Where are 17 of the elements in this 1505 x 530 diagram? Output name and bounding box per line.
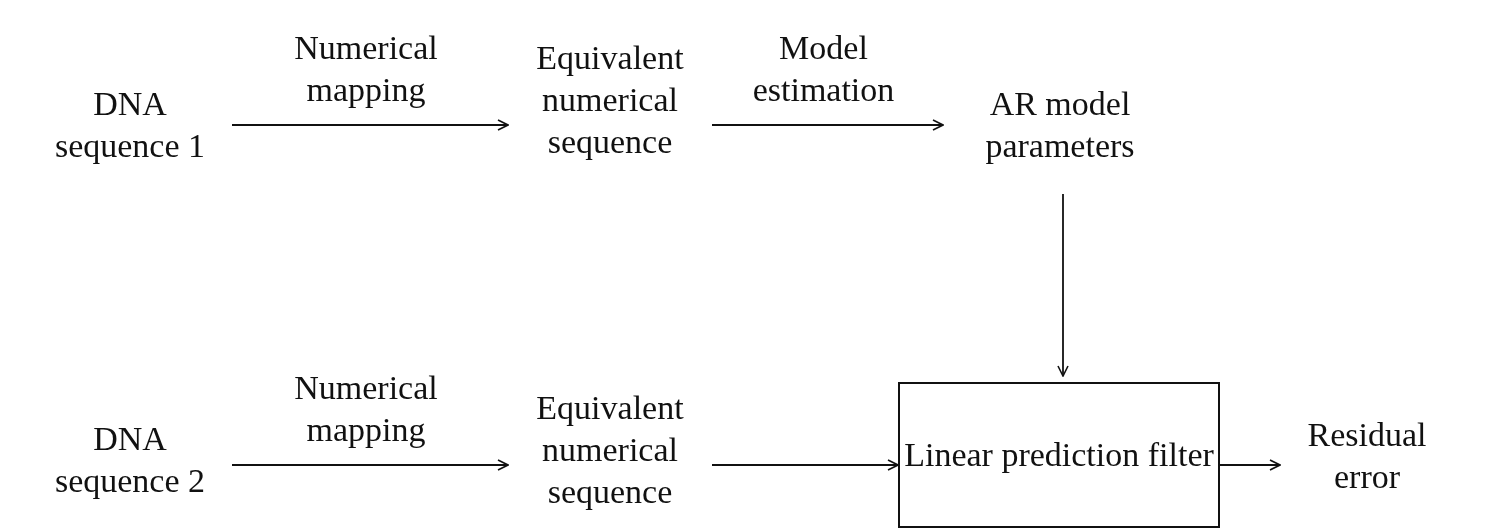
edge-label: Model estimation — [751, 28, 896, 110]
node-label: DNA sequence 1 — [53, 84, 207, 166]
edge-label: Numerical mapping — [293, 368, 439, 450]
arrow — [711, 459, 899, 471]
arrow — [1057, 193, 1069, 377]
node-label: DNA sequence 2 — [53, 419, 207, 501]
edge-label: Numerical mapping — [293, 28, 439, 110]
process-box — [898, 382, 1220, 528]
node-label: Residual error — [1306, 415, 1428, 497]
node-label: AR model parameters — [984, 84, 1136, 166]
node-label: Equivalent numerical sequence — [535, 38, 685, 162]
arrow — [231, 459, 509, 471]
arrow — [711, 119, 944, 131]
box-label: Linear prediction filter — [904, 435, 1214, 475]
node-label: Equivalent numerical sequence — [535, 388, 685, 512]
arrow — [231, 119, 509, 131]
arrow — [1219, 459, 1281, 471]
